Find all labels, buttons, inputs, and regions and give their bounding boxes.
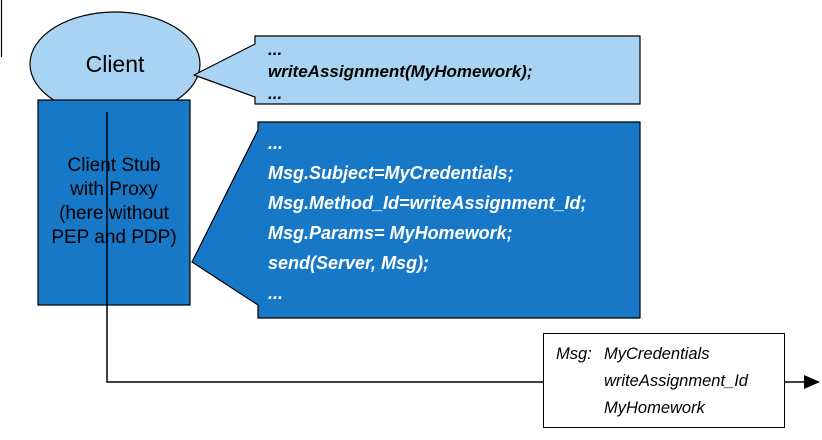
code-line: Msg.Subject=MyCredentials;	[268, 163, 514, 183]
code-line: ...	[268, 133, 284, 153]
message-value: MyHomework	[604, 399, 705, 417]
client-stub-box	[37, 99, 191, 306]
client-code-callout-shape	[193, 35, 641, 105]
client-stub-label: Client Stub with Proxy (here without PEP…	[38, 154, 190, 250]
message-box-label: Msg:	[556, 345, 592, 363]
message-box: Msg: MyCredentials writeAssignment_Id My…	[543, 333, 785, 428]
code-line: Msg.Method_Id=writeAssignment_Id;	[268, 193, 587, 213]
code-line: ...	[268, 283, 284, 303]
stub-code-callout-shape	[191, 121, 641, 319]
client-stub-line: PEP and PDP)	[51, 227, 177, 248]
stub-code-text: ... Msg.Subject=MyCredentials; Msg.Metho…	[268, 128, 587, 308]
client-stub-line: Client Stub	[67, 155, 161, 176]
client-code-text: ... writeAssignment(MyHomework); ...	[268, 39, 532, 105]
code-line: writeAssignment(MyHomework);	[268, 62, 533, 81]
code-line: ...	[268, 40, 283, 59]
message-box-values: MyCredentials writeAssignment_Id MyHomew…	[604, 341, 748, 422]
message-value: MyCredentials	[604, 345, 710, 363]
arrowhead	[804, 375, 820, 389]
client-label: Client	[85, 51, 145, 77]
client-stub-line: (here without	[59, 203, 169, 224]
code-line: Msg.Params= MyHomework;	[268, 223, 513, 243]
message-value: writeAssignment_Id	[604, 372, 748, 390]
client-stub-line: with Proxy	[70, 179, 158, 200]
code-line: ...	[268, 84, 283, 103]
code-line: send(Server, Msg);	[268, 253, 430, 273]
